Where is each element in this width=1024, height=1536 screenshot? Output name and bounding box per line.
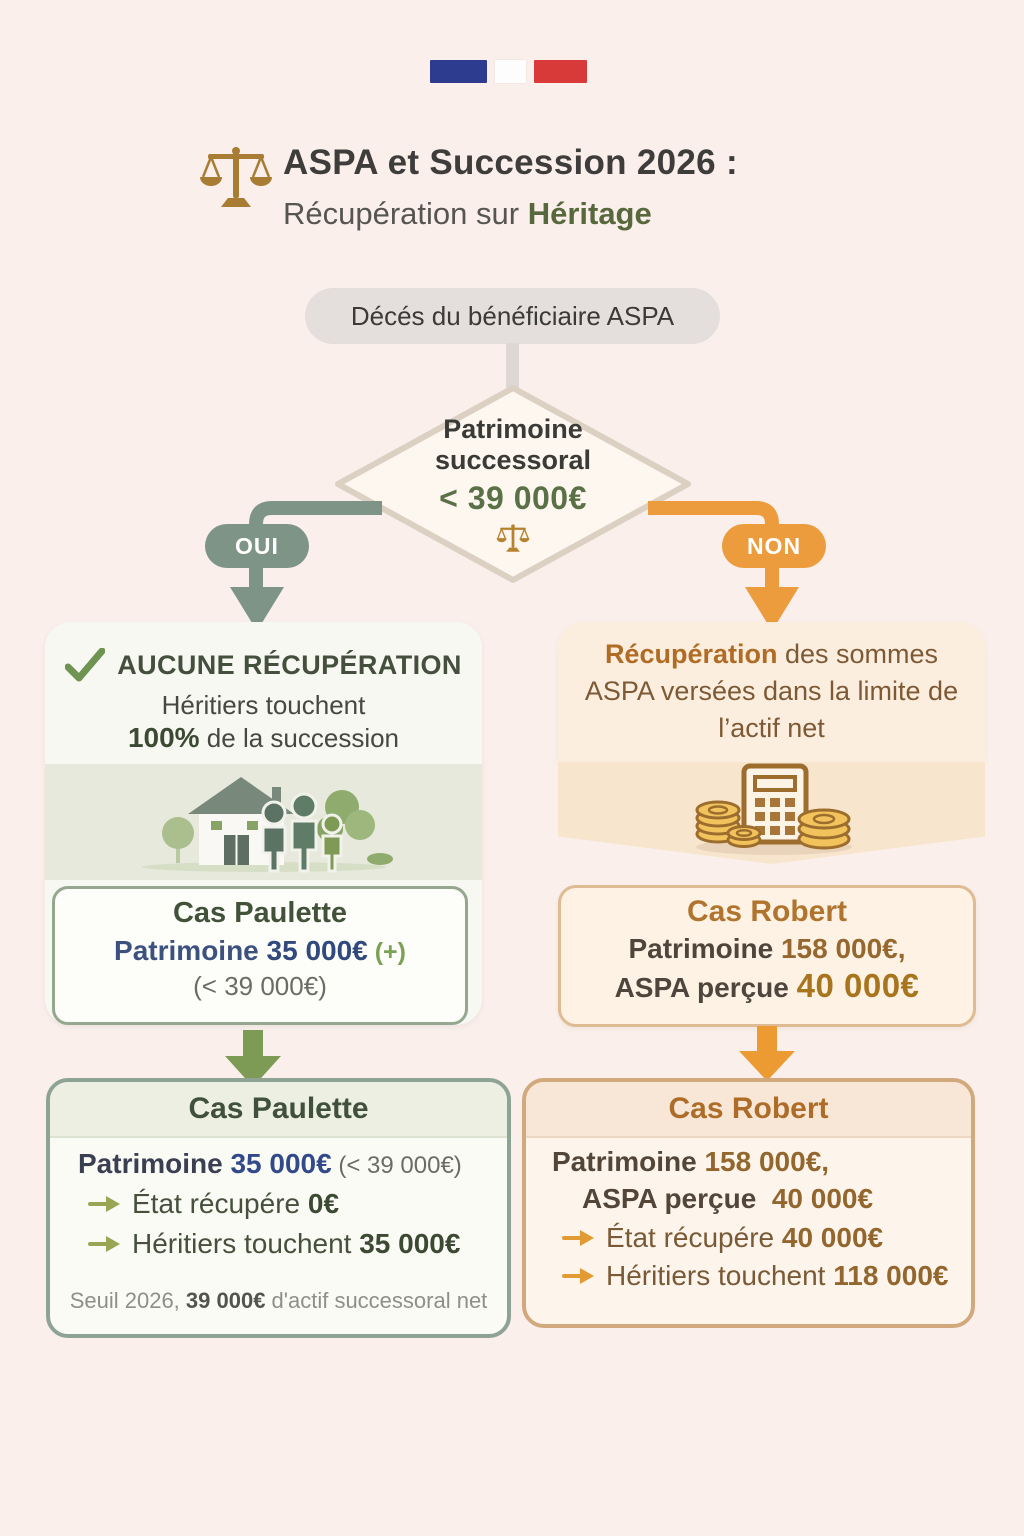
patrimoine-label: Patrimoine xyxy=(78,1148,231,1179)
aspa-label: ASPA perçue xyxy=(582,1183,772,1214)
recovery-card: Récupération des sommes ASPA versées dan… xyxy=(558,622,985,864)
case-robert-detail-box: Cas Robert Patrimoine 158 000€, ASPA per… xyxy=(522,1078,975,1328)
case-paulette-patrimoine-line: Patrimoine 35 000€ (+) xyxy=(55,935,465,967)
case-paulette-title: Cas Paulette xyxy=(172,897,348,929)
france-flag xyxy=(430,60,587,83)
heirs-receive-label: Héritiers touchent xyxy=(606,1260,834,1291)
footnote-amount: 39 000€ xyxy=(185,1288,266,1313)
heirs-receive-text: Héritiers touchent xyxy=(161,690,366,720)
flow-start-node: Décés du bénéficiaire ASPA xyxy=(305,288,720,344)
balance-scale-icon xyxy=(200,147,272,207)
robert-aspa-line: ASPA perçue 40 000€ xyxy=(582,1183,873,1215)
green-down-arrow xyxy=(225,1030,281,1087)
state-recovers-row: État récupére 40 000€ xyxy=(562,1222,883,1254)
heirs-receive-row: Héritiers touchent 118 000€ xyxy=(562,1260,948,1292)
page-title-line2: Récupération sur Héritage xyxy=(283,196,652,232)
footnote-suffix: d'actif successoral net xyxy=(265,1288,488,1313)
olive-arrow-icon xyxy=(88,1236,120,1252)
threshold-footnote: Seuil 2026, 39 000€ d'actif successoral … xyxy=(50,1288,507,1314)
case-robert-title: Cas Robert xyxy=(686,895,848,928)
recovery-headline: Récupération des sommes ASPA versées dan… xyxy=(576,636,968,747)
no-recovery-headline: AUCUNE RÉCUPÉRATION xyxy=(117,649,462,680)
decision-line1: Patrimoine xyxy=(443,413,583,444)
paulette-patrimoine-line: Patrimoine 35 000€ (< 39 000€) xyxy=(78,1148,462,1180)
heirs-receive-value: 35 000€ xyxy=(359,1228,461,1259)
heirs-receive-text: Héritiers touchent 118 000€ xyxy=(606,1260,948,1292)
calculator-coins-illustration xyxy=(695,763,852,855)
patrimoine-label: Patrimoine xyxy=(628,933,781,964)
case-robert-patrimoine-line: Patrimoine 158 000€, xyxy=(561,933,973,965)
title-line2-accent: Héritage xyxy=(527,196,652,231)
yes-pill: OUI xyxy=(205,524,309,568)
flag-blue-segment xyxy=(430,60,487,83)
hundred-percent-text: 100% de la succession xyxy=(45,722,482,754)
olive-arrow-icon xyxy=(88,1196,120,1212)
heirs-receive-label: Héritiers touchent xyxy=(132,1228,360,1259)
patrimoine-value: 158 000€, xyxy=(704,1146,830,1177)
orange-arrow-icon xyxy=(562,1268,594,1284)
calculator-coins-illustration-band xyxy=(558,762,985,864)
case-robert-summary-box: Cas Robert Patrimoine 158 000€, ASPA per… xyxy=(558,885,976,1027)
patrimoine-value: 158 000€, xyxy=(780,933,906,964)
heirs-receive-value: 118 000€ xyxy=(833,1260,949,1291)
footnote-prefix: Seuil 2026, xyxy=(69,1288,186,1313)
aspa-value: 40 000€ xyxy=(796,967,920,1004)
house-family-illustration xyxy=(141,777,393,873)
flag-red-segment xyxy=(534,60,587,83)
case-robert-aspa-line: ASPA perçue 40 000€ xyxy=(561,967,973,1005)
state-recovers-label: État récupére xyxy=(606,1222,782,1253)
aspa-value: 40 000€ xyxy=(771,1183,874,1214)
heirs-receive-text: Héritiers touchent 35 000€ xyxy=(132,1228,460,1260)
aspa-label: ASPA perçue xyxy=(614,972,797,1003)
state-recovers-value: 0€ xyxy=(307,1188,340,1219)
case-paulette-summary-box: Cas Paulette Patrimoine 35 000€ (+) (< 3… xyxy=(52,886,468,1025)
state-recovers-text: État récupére 40 000€ xyxy=(606,1222,883,1254)
state-recovers-value: 40 000€ xyxy=(781,1222,884,1253)
plus-indicator: (+) xyxy=(367,938,406,966)
case-paulette-detail-title: Cas Paulette xyxy=(50,1082,507,1138)
case-paulette-threshold-note: (< 39 000€) xyxy=(193,971,327,1001)
page-title-line1: ASPA et Succession 2026 : xyxy=(283,143,738,182)
state-recovers-label: État récupére xyxy=(132,1188,308,1219)
heirs-receive-row: Héritiers touchent 35 000€ xyxy=(88,1228,460,1260)
case-robert-detail-title: Cas Robert xyxy=(526,1082,971,1138)
flag-white-segment xyxy=(495,60,526,83)
small-balance-scale-icon xyxy=(496,523,530,552)
state-recovers-row: État récupére 0€ xyxy=(88,1188,339,1220)
patrimoine-label: Patrimoine xyxy=(114,935,267,966)
threshold-note: (< 39 000€) xyxy=(331,1152,462,1179)
hundred-percent-value: 100% xyxy=(127,722,200,753)
patrimoine-label: Patrimoine xyxy=(552,1146,705,1177)
family-house-illustration-band xyxy=(45,764,482,880)
patrimoine-value: 35 000€ xyxy=(230,1148,332,1179)
check-icon xyxy=(65,648,106,682)
orange-down-arrow xyxy=(739,1026,795,1081)
hundred-percent-rest: de la succession xyxy=(199,723,400,753)
decision-line2: successoral xyxy=(434,444,592,475)
state-recovers-text: État récupére 0€ xyxy=(132,1188,339,1220)
robert-patrimoine-line: Patrimoine 158 000€, xyxy=(552,1146,829,1178)
decision-diamond-text: Patrimoine successoral < 39 000€ xyxy=(330,380,696,588)
decision-diamond-shape xyxy=(335,385,691,583)
start-connector-line xyxy=(506,343,519,395)
decision-threshold: < 39 000€ xyxy=(439,479,587,516)
no-recovery-headline-row: AUCUNE RÉCUPÉRATION xyxy=(45,648,482,682)
recovery-headline-bold: Récupération xyxy=(604,639,778,669)
no-recovery-card: AUCUNE RÉCUPÉRATION Héritiers touchent 1… xyxy=(45,622,482,1025)
title-line2-prefix: Récupération sur xyxy=(283,196,528,231)
recovery-headline-area: Récupération des sommes ASPA versées dan… xyxy=(558,622,985,762)
recovery-headline-rest: des sommes ASPA versées dans la limite d… xyxy=(584,639,959,743)
orange-arrow-icon xyxy=(562,1230,594,1246)
case-paulette-detail-box: Cas Paulette Patrimoine 35 000€ (< 39 00… xyxy=(46,1078,511,1338)
no-pill: NON xyxy=(722,524,826,568)
patrimoine-value: 35 000€ xyxy=(266,935,368,966)
